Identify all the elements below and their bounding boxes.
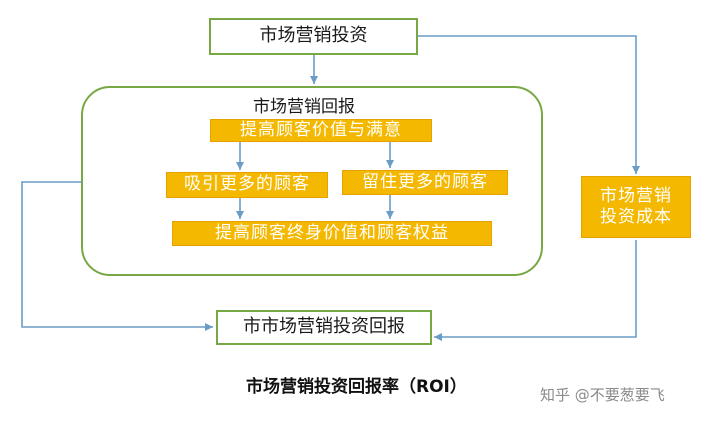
- customer-value-label: 提高顾客价值与满意: [240, 119, 402, 140]
- watermark: 知乎 @不要葱要飞: [540, 386, 665, 404]
- customer-lifetime-value-label: 提高顾客终身价值和顾客权益: [215, 222, 449, 243]
- marketing-investment-box: 市场营销投资: [209, 18, 418, 55]
- arrow-investment-to-cost: [418, 35, 640, 174]
- marketing-cost-label: 市场营销投资成本: [600, 185, 672, 227]
- retain-customers-box: 留住更多的顾客: [342, 170, 508, 195]
- customer-value-box: 提高顾客价值与满意: [210, 119, 432, 142]
- marketing-investment-label: 市场营销投资: [259, 25, 368, 47]
- marketing-return-title: 市场营销回报: [253, 97, 355, 117]
- customer-lifetime-value-box: 提高顾客终身价值和顾客权益: [172, 221, 492, 246]
- arrow-cost-to-roi: [434, 240, 637, 341]
- attract-customers-label: 吸引更多的顾客: [184, 174, 310, 195]
- marketing-roi-box: 市市场营销投资回报: [216, 310, 432, 345]
- diagram-caption: 市场营销投资回报率（ROI）: [246, 377, 467, 397]
- retain-customers-label: 留住更多的顾客: [362, 171, 488, 192]
- arrow-return-to-roi: [21, 181, 213, 331]
- marketing-roi-label: 市市场营销投资回报: [243, 316, 405, 338]
- marketing-cost-box: 市场营销投资成本: [581, 176, 691, 238]
- attract-customers-box: 吸引更多的顾客: [166, 172, 328, 198]
- marketing-return-group: [81, 86, 543, 276]
